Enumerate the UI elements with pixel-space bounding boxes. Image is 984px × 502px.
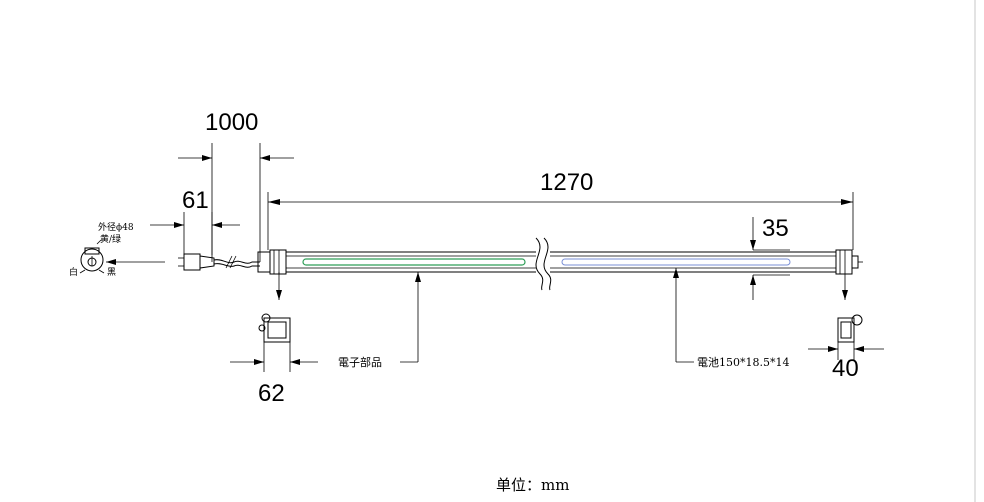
- left-cap-width-value: 62: [258, 380, 285, 407]
- plug-face-view: 外径ϕ48 黄/绿 白 黑: [69, 221, 165, 278]
- tube-diameter-value: 35: [762, 215, 789, 242]
- plug-and-cable: [178, 253, 260, 271]
- plug-length-value: 61: [182, 187, 209, 214]
- tube-diameter-dimension: 35: [750, 215, 790, 300]
- yellow-green-label: 黄/绿: [100, 233, 121, 245]
- battery-compartment: [561, 258, 791, 266]
- plug-length-dimension: 61: [150, 187, 240, 255]
- cable-length-value: 1000: [205, 109, 258, 136]
- left-cap-view: 62: [230, 272, 318, 407]
- black-label: 黑: [107, 267, 116, 278]
- electronics-label: 電子部品: [338, 355, 382, 369]
- right-cap-view: 40: [808, 274, 884, 382]
- white-label: 白: [69, 266, 78, 278]
- unit-note: 单位：mm: [496, 476, 569, 494]
- cable-length-dimension: 1000: [178, 109, 294, 262]
- battery-leader: 電池150*18.5*14: [673, 268, 790, 369]
- tube-length-value: 1270: [540, 169, 593, 196]
- right-cap-width-value: 40: [832, 355, 859, 382]
- electronics-leader: 電子部品: [338, 272, 421, 369]
- electronics-compartment: [302, 258, 526, 266]
- tube-length-dimension: 1270: [267, 169, 854, 250]
- battery-label: 電池150*18.5*14: [697, 356, 790, 369]
- outer-diameter-label: 外径ϕ48: [98, 221, 134, 233]
- tube-body: [257, 236, 863, 291]
